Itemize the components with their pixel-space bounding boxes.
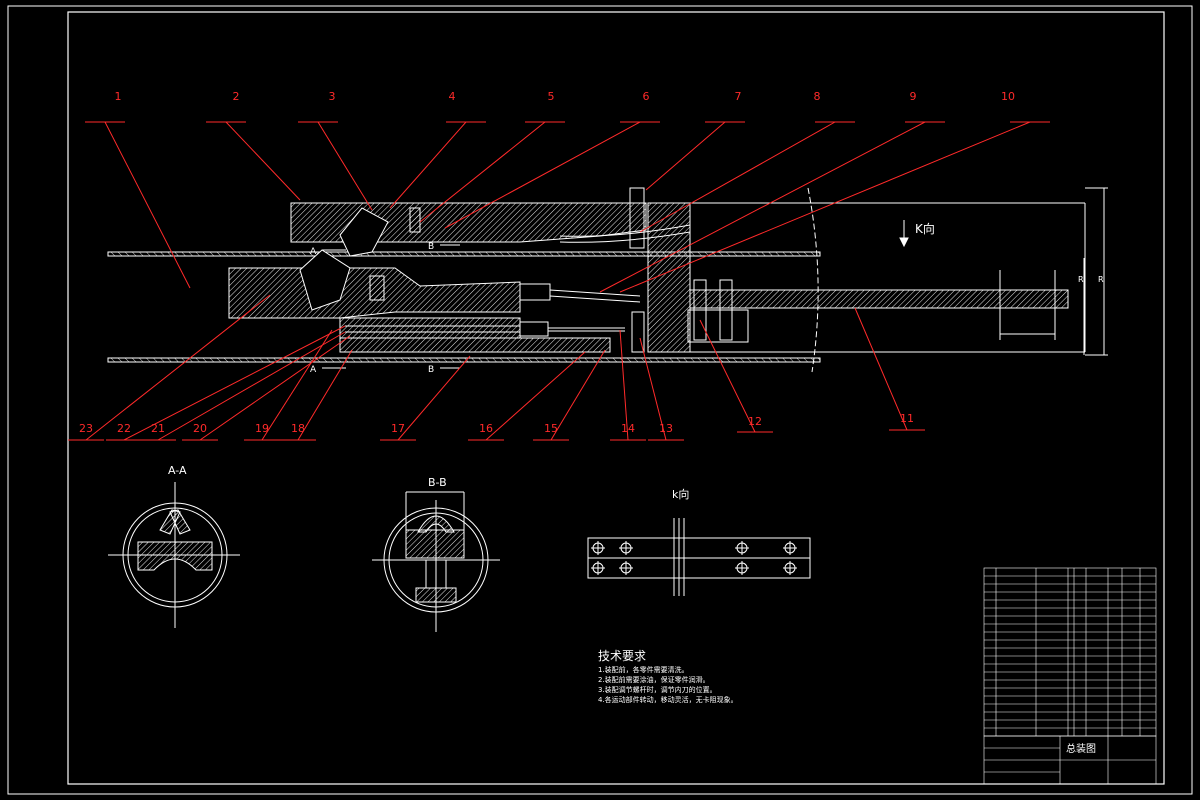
- leader-line-8: [639, 121, 836, 233]
- callout-9: 9: [910, 90, 917, 103]
- callout-17: 17: [391, 422, 405, 435]
- leader-line-5: [419, 121, 546, 223]
- view-k-arrow: [899, 220, 909, 248]
- leader-line-23: [85, 294, 271, 441]
- tech-line: 4.各运动部件转动，移动灵活，无卡阻现象。: [598, 695, 738, 704]
- tech-line: 3.装配调节螺杆时，调节内刀的位置。: [598, 685, 717, 694]
- callout-6: 6: [643, 90, 650, 103]
- leader-line-18: [297, 349, 353, 441]
- section-bb: [372, 491, 500, 632]
- tech-title: 技术要求: [598, 649, 646, 663]
- callout-23: 23: [79, 422, 93, 435]
- callout-19: 19: [255, 422, 269, 435]
- callout-16: 16: [479, 422, 493, 435]
- leader-line-20: [199, 335, 351, 441]
- leader-line-4: [389, 121, 467, 209]
- leader-line-16: [485, 351, 586, 441]
- leader-line-22: [123, 325, 346, 441]
- drawing-frame: [7, 5, 1193, 795]
- callout-8: 8: [814, 90, 821, 103]
- leader-line-15: [550, 349, 606, 441]
- callout-2: 2: [233, 90, 240, 103]
- leader-line-19: [261, 329, 333, 441]
- leader-line-7: [645, 121, 726, 191]
- callout-4: 4: [449, 90, 456, 103]
- view-k: [587, 518, 811, 596]
- callout-11: 11: [900, 412, 914, 425]
- section-aa-title: A-A: [168, 464, 187, 477]
- callout-1: 1: [115, 90, 122, 103]
- callout-20: 20: [193, 422, 207, 435]
- dim-r2: R: [1098, 275, 1104, 284]
- leader-line-9: [599, 121, 926, 293]
- tech-lines: 1.装配前，各零件需要清洗。2.装配前需要涂油，保证零件润滑。3.装配调节螺杆时…: [598, 665, 738, 704]
- section-bb-title: B-B: [428, 476, 447, 489]
- leader-line-10: [619, 121, 1031, 293]
- tech-line: 2.装配前需要涂油，保证零件润滑。: [598, 675, 710, 684]
- leader-line-12: [699, 319, 756, 433]
- leader-line-13: [639, 337, 667, 441]
- leader-line-6: [444, 121, 641, 229]
- handle-frame: [690, 187, 1108, 356]
- leaders-bottom: 23 22 21 20 19 18 17 16 15 14 13 12 11: [68, 294, 925, 441]
- pipe: [107, 187, 821, 373]
- bom-table: [983, 567, 1157, 785]
- callout-21: 21: [151, 422, 165, 435]
- callout-18: 18: [291, 422, 305, 435]
- cutter-blades: [299, 207, 421, 311]
- section-mark-a-top: A: [310, 247, 317, 257]
- callout-10: 10: [1001, 90, 1015, 103]
- leaders-top: 1 2 3 4 5 6 7 8 9 10: [85, 90, 1050, 293]
- section-aa: [108, 482, 240, 628]
- view-k-title: k向: [672, 487, 689, 501]
- leader-line-1: [104, 121, 191, 289]
- bolts: [629, 187, 749, 353]
- section-mark-b-bottom: B: [428, 365, 434, 375]
- tech-line: 1.装配前，各零件需要清洗。: [598, 665, 689, 674]
- section-mark-b-top: B: [428, 242, 434, 252]
- callout-13: 13: [659, 422, 673, 435]
- handle-rod: [689, 289, 1069, 309]
- callout-5: 5: [548, 90, 555, 103]
- leader-line-21: [157, 331, 346, 441]
- push-rod: [345, 224, 691, 337]
- callout-15: 15: [544, 422, 558, 435]
- leader-line-14: [619, 329, 629, 441]
- section-mark-a-bottom: A: [310, 365, 317, 375]
- leader-line-2: [225, 121, 301, 201]
- callout-7: 7: [735, 90, 742, 103]
- callout-3: 3: [329, 90, 336, 103]
- leader-line-17: [397, 355, 471, 441]
- dim-r1: R: [1078, 275, 1084, 284]
- view-k-label: K向: [915, 221, 935, 236]
- leader-line-3: [317, 121, 373, 211]
- lower-body: [228, 267, 611, 353]
- section-marks: [322, 244, 460, 369]
- callout-12: 12: [748, 415, 762, 428]
- drawing-name: 总装图: [1066, 742, 1096, 755]
- leader-line-11: [854, 307, 908, 431]
- callout-14: 14: [621, 422, 635, 435]
- callout-22: 22: [117, 422, 131, 435]
